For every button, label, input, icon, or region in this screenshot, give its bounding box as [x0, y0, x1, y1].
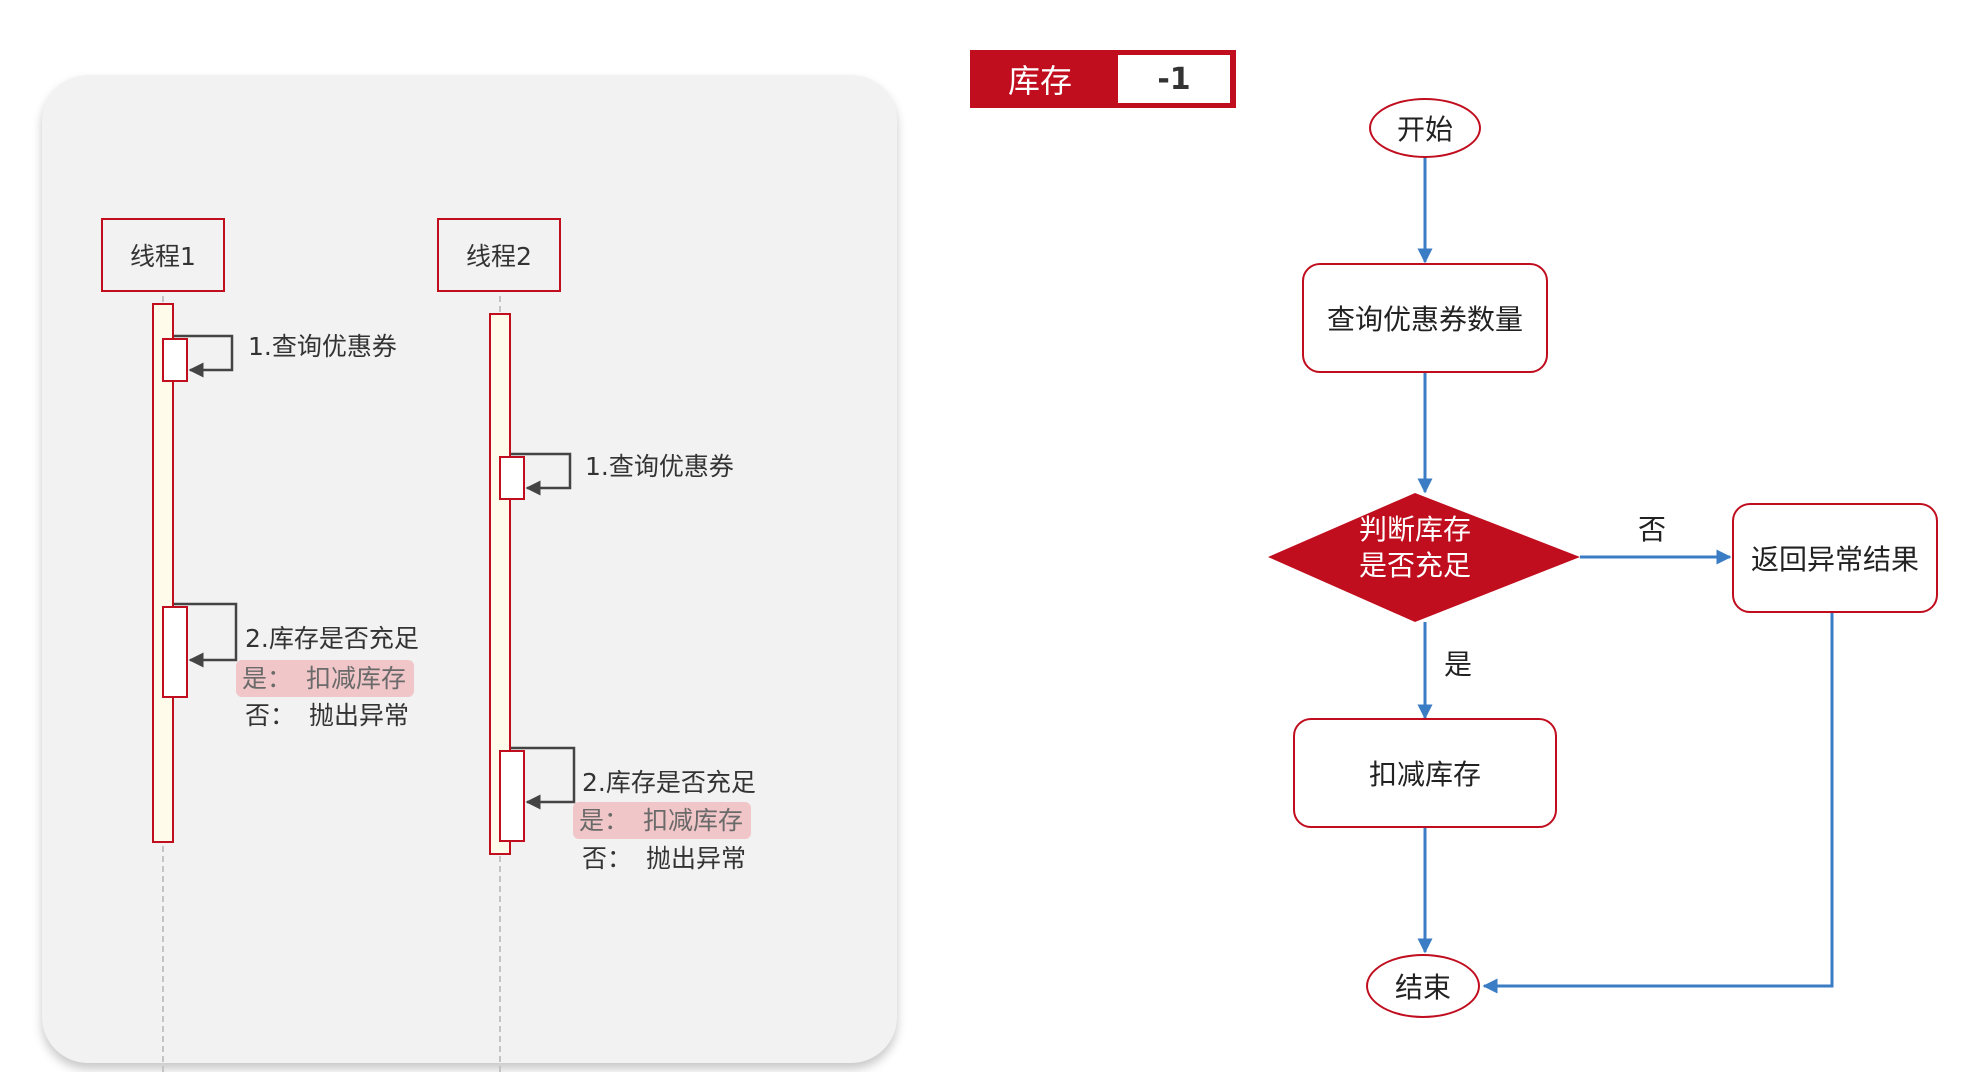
thread1-no-action: 抛出异常 [309, 701, 410, 730]
flow-error-node: 返回异常结果 [1732, 503, 1938, 613]
thread2-yes-prefix: 是： [579, 806, 630, 835]
thread1-step2-yes-highlight: 是： 扣减库存 [236, 660, 415, 697]
arrow-error-to-end [1482, 612, 1834, 994]
flow-start-node: 开始 [1369, 98, 1481, 158]
thread1-step2-title: 2.库存是否充足 [245, 624, 419, 653]
thread1-step1-activation [162, 338, 188, 382]
flow-start-label: 开始 [1396, 113, 1453, 146]
thread1-no-prefix: 否： [245, 701, 296, 730]
stock-legend: 库存 -1 [970, 50, 1236, 108]
thread1-title: 线程1 [130, 242, 196, 271]
thread1-yes-prefix: 是： [242, 664, 293, 693]
thread1-step2-no: 否： 抛出异常 [245, 697, 409, 735]
thread1-step1-selfcall-arrow [174, 334, 234, 378]
thread2-activation [489, 313, 511, 855]
thread2-step2-yes-highlight: 是： 扣减库存 [573, 802, 752, 839]
thread1-step1-label: 1.查询优惠券 [248, 332, 397, 361]
flow-no-label: 否 [1638, 513, 1667, 546]
thread1-step2-selfcall-arrow [174, 602, 238, 668]
flow-deduct-label: 扣减库存 [1368, 758, 1481, 791]
flow-decision-line1: 判断库存 [1358, 513, 1471, 546]
thread2-no-action: 抛出异常 [646, 844, 747, 873]
decision-diamond [1268, 493, 1580, 622]
thread2-step2-title: 2.库存是否充足 [582, 768, 756, 797]
flow-decision-label: 判断库存 是否充足 [1315, 512, 1515, 584]
thread2-step1-label: 1.查询优惠券 [585, 452, 734, 481]
thread2-no-prefix: 否： [582, 844, 633, 873]
thread2-step1-activation [499, 456, 525, 500]
thread1-activation [152, 303, 174, 843]
thread2-step1-selfcall-arrow [511, 452, 572, 496]
thread2-step2-activation [499, 750, 525, 842]
flow-decision-line2: 是否充足 [1358, 549, 1471, 582]
thread2-step2-no: 否： 抛出异常 [582, 840, 746, 878]
thread1-yes-action: 扣减库存 [306, 664, 407, 693]
thread1-step2-activation [162, 606, 188, 698]
thread2-header: 线程2 [437, 218, 561, 292]
flow-deduct-node: 扣减库存 [1293, 718, 1557, 828]
thread2-step2-selfcall-arrow [511, 746, 576, 810]
flow-yes-label: 是 [1444, 648, 1473, 681]
thread2-yes-action: 扣减库存 [643, 806, 744, 835]
flow-end-label: 结束 [1394, 971, 1451, 1004]
flow-query-node: 查询优惠券数量 [1302, 263, 1548, 373]
thread2-title: 线程2 [466, 242, 532, 271]
flow-error-label: 返回异常结果 [1750, 543, 1919, 576]
stock-legend-value: -1 [1118, 55, 1230, 103]
flow-end-node: 结束 [1366, 954, 1480, 1018]
sequence-panel [42, 75, 897, 1063]
stock-legend-label: 库存 [1007, 62, 1072, 100]
thread1-header: 线程1 [101, 218, 225, 292]
flow-query-label: 查询优惠券数量 [1326, 303, 1523, 336]
